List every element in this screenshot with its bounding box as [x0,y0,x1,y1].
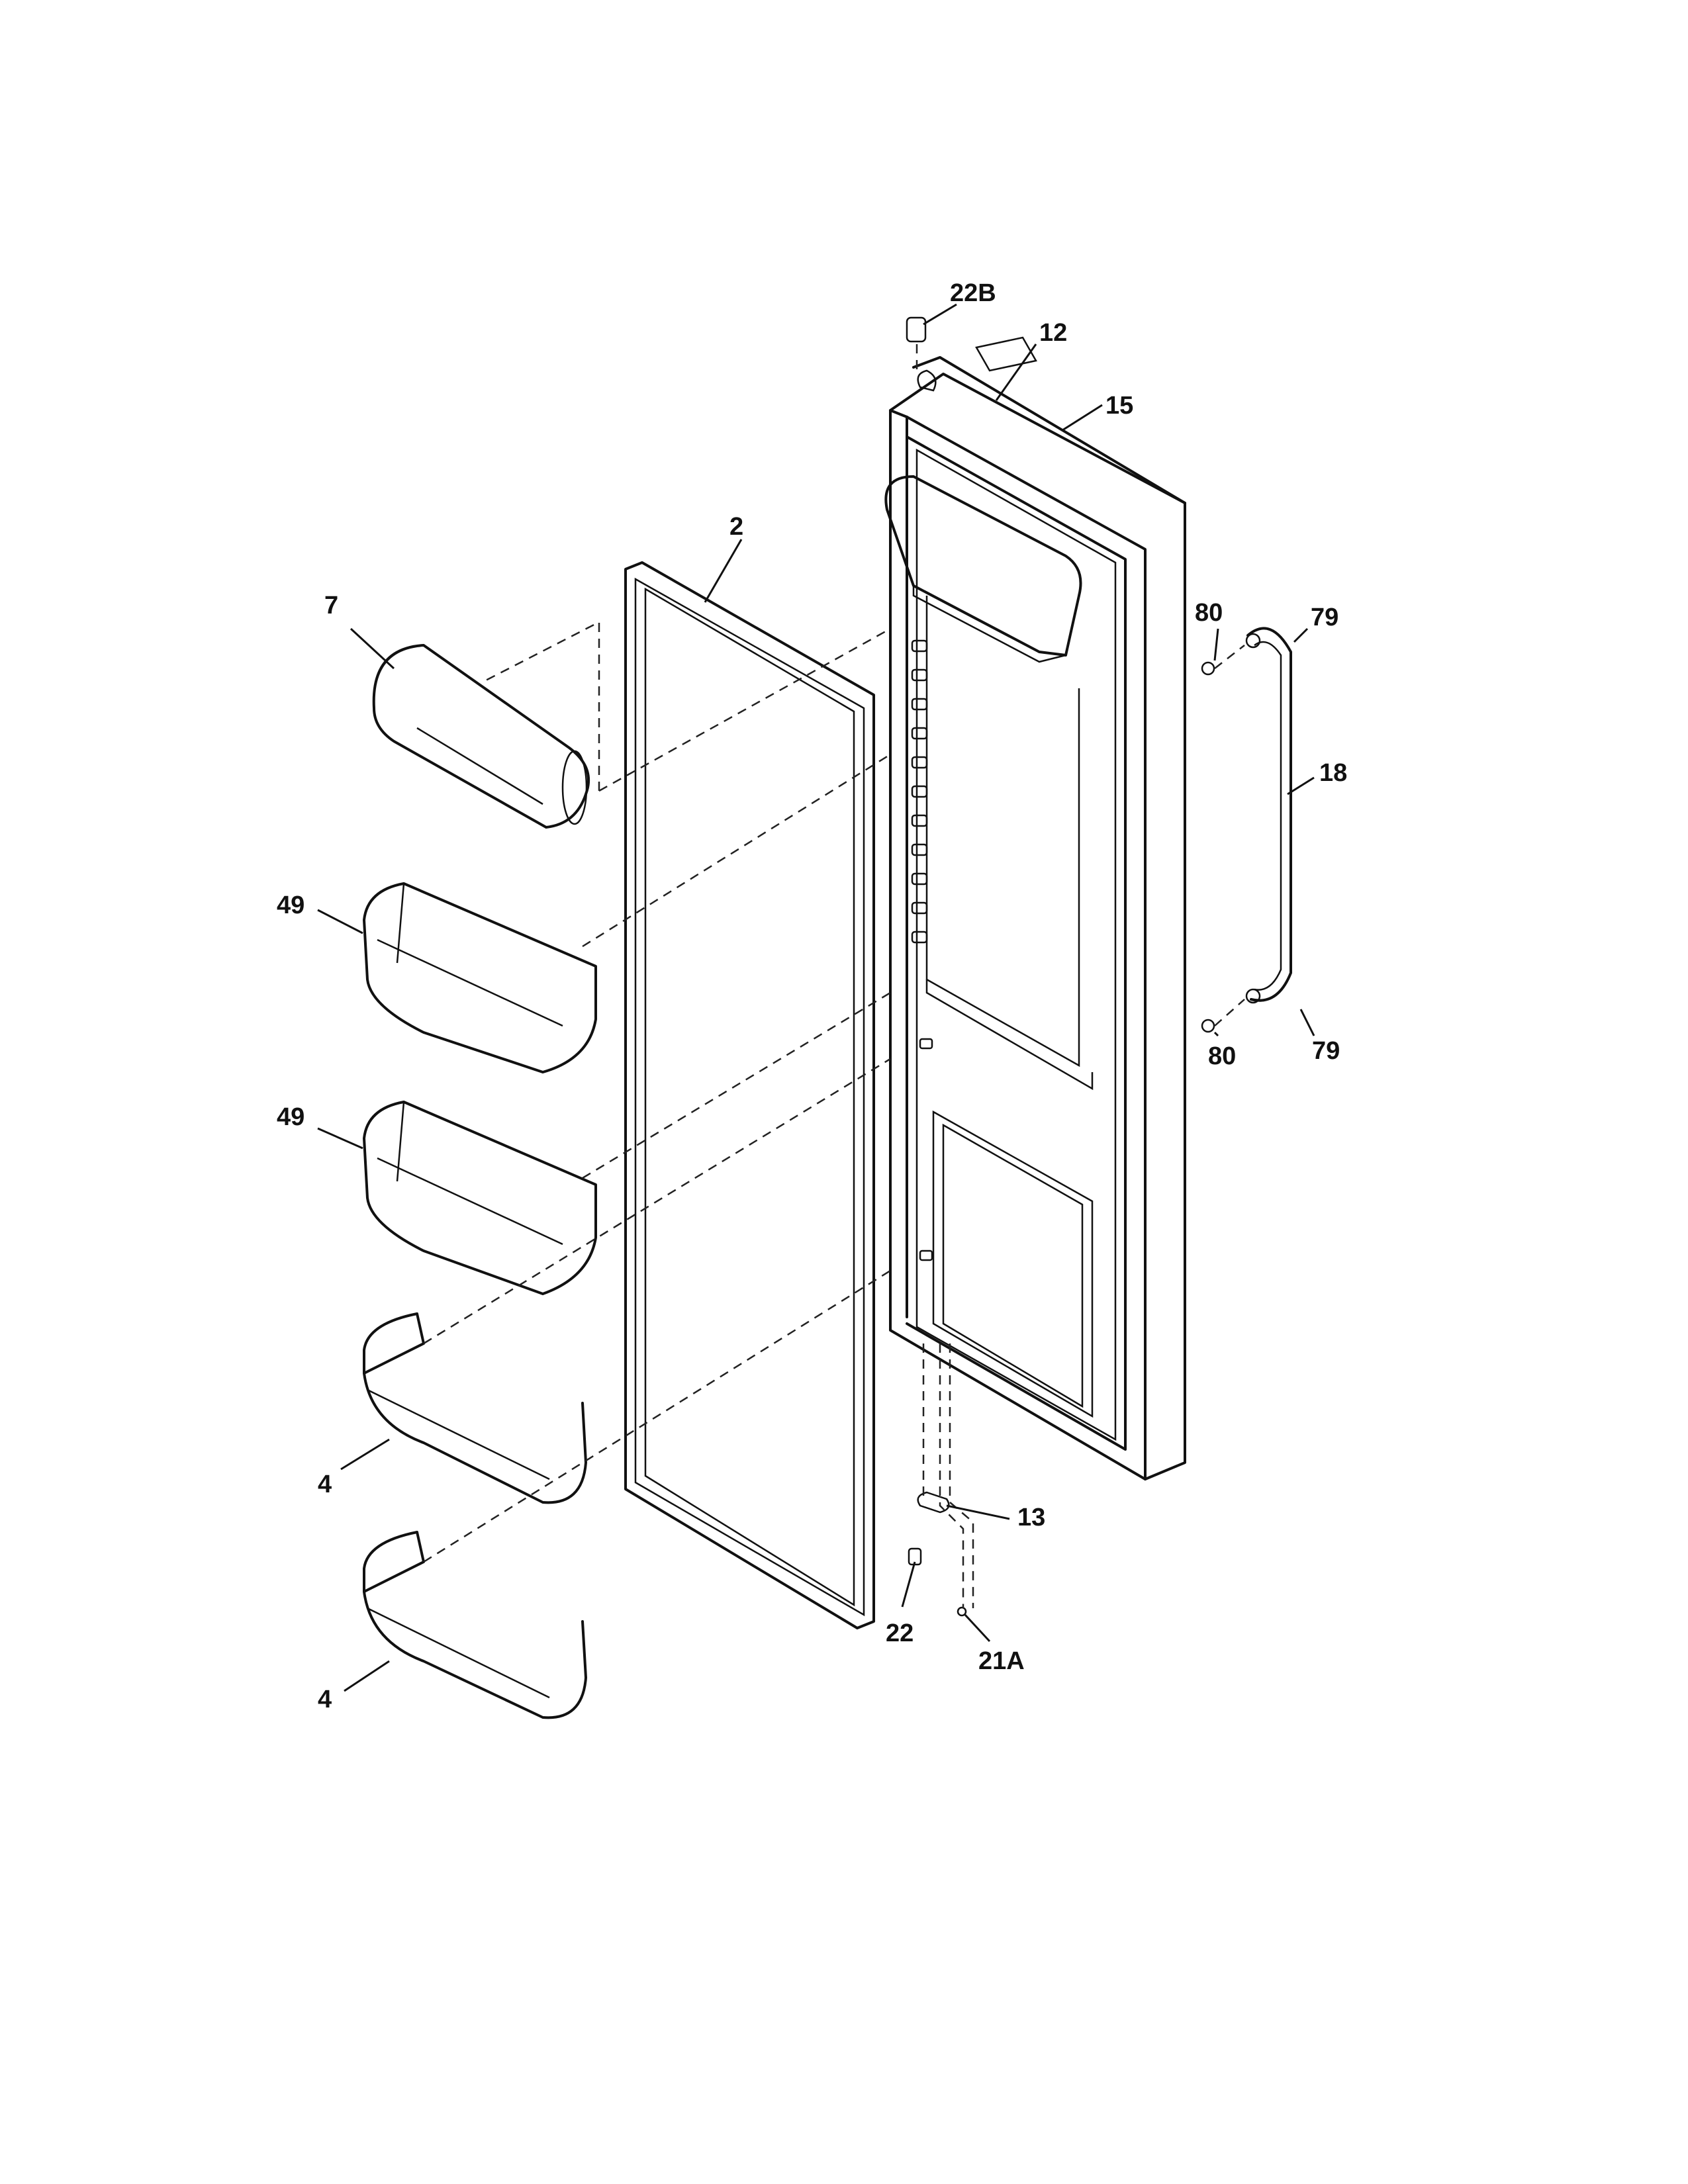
callout-80-upper: 80 [1195,599,1223,627]
leader-lines [317,303,1315,1692]
light-bulb-part-22B [906,316,927,343]
callout-7: 7 [324,592,338,619]
callout-labels: 22B 12 15 2 7 80 79 18 49 80 79 49 4 13 … [277,279,1347,1713]
callout-21A: 21A [978,1647,1025,1675]
callout-2: 2 [729,513,743,541]
callout-22B: 22B [950,279,996,307]
shelf-retainer-bumps [911,639,933,1261]
screw-part-80-upper [1201,661,1215,676]
door-bin-large-upper [363,882,597,1073]
callout-79-upper: 79 [1311,604,1338,631]
dairy-compartment-cover [372,644,590,829]
callout-49-lower: 49 [277,1103,305,1131]
door-gasket [624,561,875,1629]
callout-15: 15 [1105,392,1133,420]
label-part-12 [975,336,1037,372]
door-bin-small-lower [363,1531,587,1719]
door-handle [1245,627,1292,1004]
door-bin-small-upper [363,1312,587,1504]
screw-part-80-lower [1201,1019,1215,1033]
callout-13: 13 [1017,1504,1045,1531]
callout-4-upper: 4 [318,1471,332,1498]
screw-part-21A [957,1606,967,1617]
alignment-dashes [423,344,1245,1608]
callout-49-upper: 49 [277,891,305,919]
hardware-parts [906,316,1215,1617]
door-bin-large-lower [363,1101,597,1295]
callout-18: 18 [1319,759,1347,787]
fresh-food-door [884,356,1186,1480]
callout-4-lower: 4 [318,1686,332,1713]
callout-80-lower: 80 [1208,1042,1236,1070]
hinge-part-13 [917,1491,950,1514]
callout-12: 12 [1039,319,1067,347]
callout-22: 22 [886,1619,914,1647]
callout-79-lower: 79 [1312,1037,1340,1065]
